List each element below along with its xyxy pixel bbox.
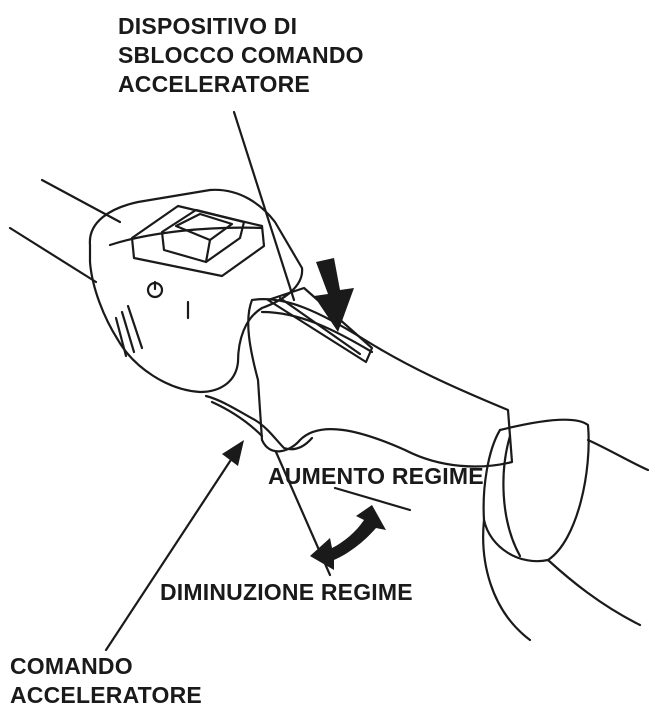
label-throttle-control: COMANDO ACCELERATORE xyxy=(10,652,202,710)
shaft-tube xyxy=(8,178,122,284)
label-release-device: DISPOSITIVO DI SBLOCCO COMANDO ACCELERAT… xyxy=(118,12,364,99)
label-release-device-line-1: DISPOSITIVO DI xyxy=(118,13,298,39)
arrow-down-icon xyxy=(314,258,354,332)
grip-ribs xyxy=(114,304,144,358)
throttle-trigger xyxy=(204,394,314,451)
label-release-device-line-2: SBLOCCO COMANDO xyxy=(118,42,364,68)
leader-throttle-arrowhead xyxy=(222,440,244,466)
grip-end-cap xyxy=(482,418,590,563)
leader-release-device xyxy=(232,110,296,302)
leader-increase xyxy=(333,486,412,512)
handle-housing xyxy=(88,188,304,394)
double-arrow-icon xyxy=(310,505,386,570)
label-speed-decrease: DIMINUZIONE REGIME xyxy=(160,579,413,605)
label-release-device-line-3: ACCELERATORE xyxy=(118,71,310,97)
rubber-grip xyxy=(247,298,514,468)
label-throttle-control-line-2: ACCELERATORE xyxy=(10,682,202,708)
power-icon xyxy=(146,280,164,299)
label-speed-increase: AUMENTO REGIME xyxy=(268,463,484,489)
leader-throttle xyxy=(104,444,242,652)
stop-switch xyxy=(130,204,266,278)
label-throttle-control-line-1: COMANDO xyxy=(10,653,133,679)
